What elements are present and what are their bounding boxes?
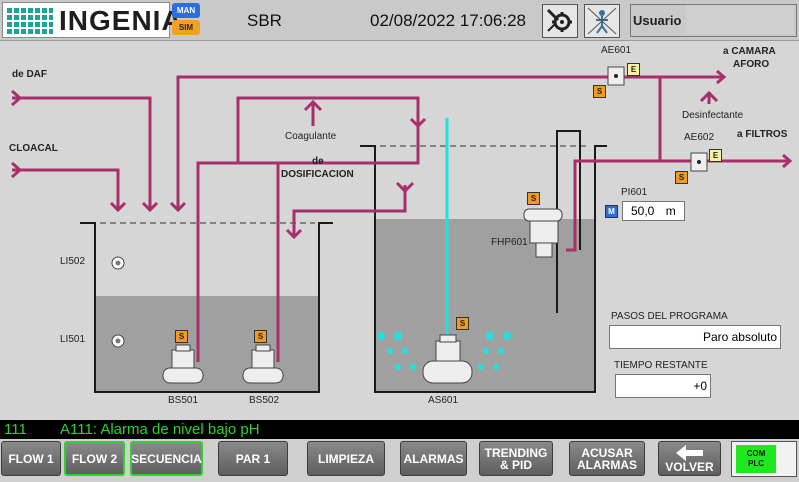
- man-mode-button[interactable]: MAN: [172, 3, 200, 18]
- com-label: COM: [746, 449, 766, 458]
- level-sensor-li502-icon: [111, 256, 125, 270]
- tank2-walls: [360, 145, 607, 393]
- analyzer-ae601-icon: [607, 66, 625, 86]
- user-value: [686, 5, 794, 34]
- li501-label: LI501: [60, 334, 86, 345]
- dosificacion-de-label: de: [312, 156, 324, 167]
- tank1-walls: [80, 222, 333, 393]
- floating-pump-fhp601-icon: [523, 208, 563, 258]
- sim-mode-button[interactable]: SIM: [172, 20, 200, 35]
- user-label: Usuario :: [633, 13, 690, 28]
- logo-text: INGENIA: [59, 5, 183, 36]
- as601-status-badge[interactable]: S: [456, 317, 469, 330]
- outlet-aforo-label: AFORO: [733, 59, 770, 70]
- pump-bs501-icon: [162, 344, 204, 384]
- pump-bs502-icon: [242, 344, 284, 384]
- inlet-daf-label: de DAF: [12, 69, 47, 80]
- settings-tools-icon: [546, 8, 572, 32]
- li502-label: LI502: [60, 256, 86, 267]
- aerator-as601-icon: [422, 334, 473, 384]
- secuencia-button[interactable]: SECUENCIA: [130, 441, 203, 476]
- settings-button[interactable]: [542, 4, 578, 38]
- process-diagram: [11, 66, 793, 393]
- flow2-button[interactable]: FLOW 2: [64, 441, 125, 476]
- ae602-e-badge[interactable]: E: [709, 149, 722, 162]
- coagulante-label: Coagulante: [285, 131, 337, 142]
- pipes: [11, 69, 793, 362]
- fhp601-status-badge[interactable]: S: [527, 192, 540, 205]
- pi601-unit: m: [665, 204, 676, 218]
- flow1-button[interactable]: FLOW 1: [1, 441, 61, 476]
- ae601-label: AE601: [601, 45, 632, 56]
- tank1-water: [96, 296, 318, 391]
- dosificacion-label: DOSIFICACION: [281, 169, 354, 180]
- pi601-value-box: 50,0 m: [622, 201, 685, 221]
- logo-grid-icon: [7, 6, 53, 34]
- pi601-label: PI601: [621, 187, 648, 198]
- acusar-line1: ACUSAR: [581, 445, 633, 460]
- alarm-bar[interactable]: [0, 420, 799, 439]
- person-crossed-icon: [587, 7, 617, 35]
- trending-line1: TRENDING: [484, 445, 548, 460]
- bs501-label: BS501: [168, 395, 199, 406]
- aeration-bubbles: [377, 332, 511, 370]
- com-plc-indicator: COM PLC: [731, 441, 797, 477]
- alarm-text: A111: Alarma de nivel bajo pH: [60, 421, 260, 438]
- bs501-status-badge[interactable]: S: [175, 330, 188, 343]
- alarmas-button[interactable]: ALARMAS: [400, 441, 467, 476]
- level-sensor-li501-icon: [111, 334, 125, 348]
- pi601-value: 50,0: [631, 204, 655, 218]
- ae602-label: AE602: [684, 132, 715, 143]
- plc-label: PLC: [748, 459, 764, 468]
- pasos-programa-value: Paro absoluto: [609, 325, 781, 349]
- ae601-status-badge[interactable]: S: [593, 85, 606, 98]
- trending-pid-button[interactable]: TRENDING & PID: [479, 441, 553, 476]
- pasos-programa-label: PASOS DEL PROGRAMA: [611, 311, 728, 322]
- back-arrow-icon: [675, 444, 703, 461]
- com-plc-led: COM PLC: [736, 445, 776, 473]
- inlet-cloacal-label: CLOACAL: [9, 143, 58, 154]
- ingenia-logo: INGENIA: [2, 2, 182, 38]
- bs502-label: BS502: [249, 395, 280, 406]
- volver-button[interactable]: VOLVER: [658, 441, 721, 476]
- fhp601-label: FHP601: [491, 237, 528, 248]
- trending-line2: & PID: [499, 457, 532, 472]
- analyzer-ae602-icon: [690, 152, 708, 172]
- acusar-alarmas-button[interactable]: ACUSAR ALARMAS: [569, 441, 645, 476]
- par1-button[interactable]: PAR 1: [218, 441, 288, 476]
- volver-label: VOLVER: [665, 459, 714, 474]
- operator-button[interactable]: [584, 4, 620, 38]
- alarm-code: 111: [4, 421, 27, 438]
- datetime: 02/08/2022 17:06:28: [370, 11, 526, 30]
- screen-title: SBR: [247, 11, 282, 30]
- tiempo-restante-label: TIEMPO RESTANTE: [614, 360, 708, 371]
- tiempo-restante-value: +0: [615, 374, 711, 398]
- limpieza-button[interactable]: LIMPIEZA: [307, 441, 385, 476]
- bs502-status-badge[interactable]: S: [254, 330, 267, 343]
- acusar-line2: ALARMAS: [577, 457, 637, 472]
- ae602-status-badge[interactable]: S: [675, 171, 688, 184]
- pi601-mode-badge[interactable]: M: [605, 205, 618, 218]
- desinfectante-label: Desinfectante: [682, 110, 744, 121]
- as601-label: AS601: [428, 395, 459, 406]
- tank2-water: [376, 219, 594, 391]
- outlet-camara-label: a CAMARA: [723, 46, 776, 57]
- ae601-e-badge[interactable]: E: [627, 63, 640, 76]
- outlet-filtros-label: a FILTROS: [737, 129, 788, 140]
